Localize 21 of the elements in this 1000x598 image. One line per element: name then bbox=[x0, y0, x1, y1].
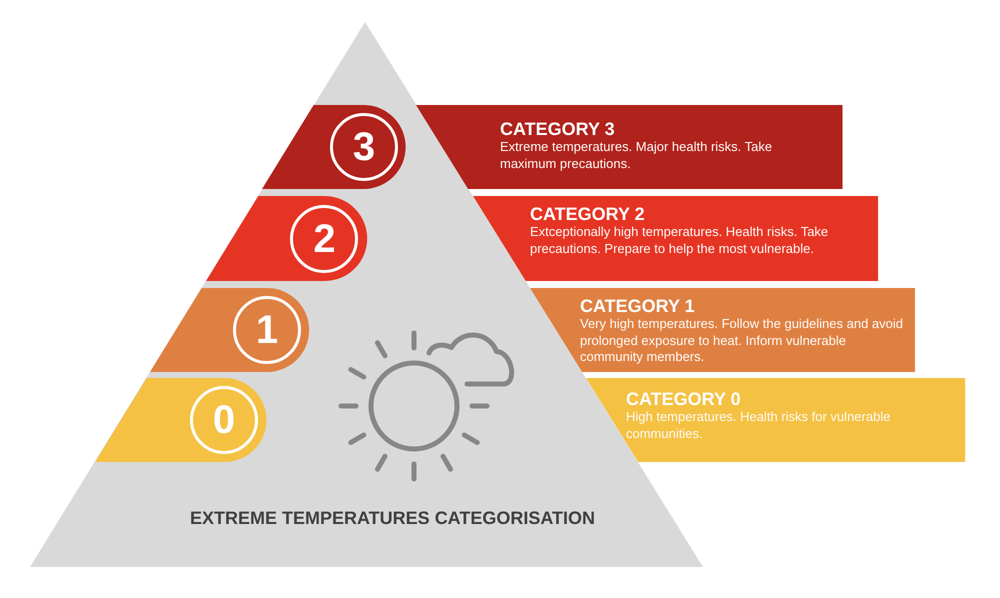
category-title: CATEGORY 2 bbox=[530, 204, 645, 224]
level-band bbox=[150, 288, 309, 372]
category-bar bbox=[472, 196, 878, 281]
level-number: 3 bbox=[330, 113, 398, 181]
category-description: Very high temperatures. Follow the guidelines and avoid prolonged exposure to heat. Inform vulnerable community members. bbox=[580, 316, 904, 366]
category-bar bbox=[586, 378, 965, 462]
level-number: 2 bbox=[290, 204, 358, 272]
category-title: CATEGORY 3 bbox=[500, 119, 615, 139]
level-band bbox=[94, 378, 266, 462]
category-title: CATEGORY 1 bbox=[580, 296, 695, 316]
pyramid-title: EXTREME TEMPERATURES CATEGORISATION bbox=[190, 508, 596, 528]
category-bar bbox=[416, 105, 843, 189]
category-title: CATEGORY 0 bbox=[626, 389, 741, 409]
level-band bbox=[206, 196, 367, 281]
category-description: Extreme temperatures. Major health risks. Take maximum precautions. bbox=[500, 139, 774, 172]
category-description: High temperatures. Health risks for vulnerable communities. bbox=[626, 409, 892, 442]
level-number: 1 bbox=[232, 296, 301, 364]
level-band bbox=[262, 105, 406, 189]
category-description: Extceptionally high temperatures. Health risks. Take precautions. Prepare to help the most vulnerable. bbox=[530, 224, 830, 257]
category-bar bbox=[530, 288, 915, 372]
level-number: 0 bbox=[190, 386, 258, 454]
